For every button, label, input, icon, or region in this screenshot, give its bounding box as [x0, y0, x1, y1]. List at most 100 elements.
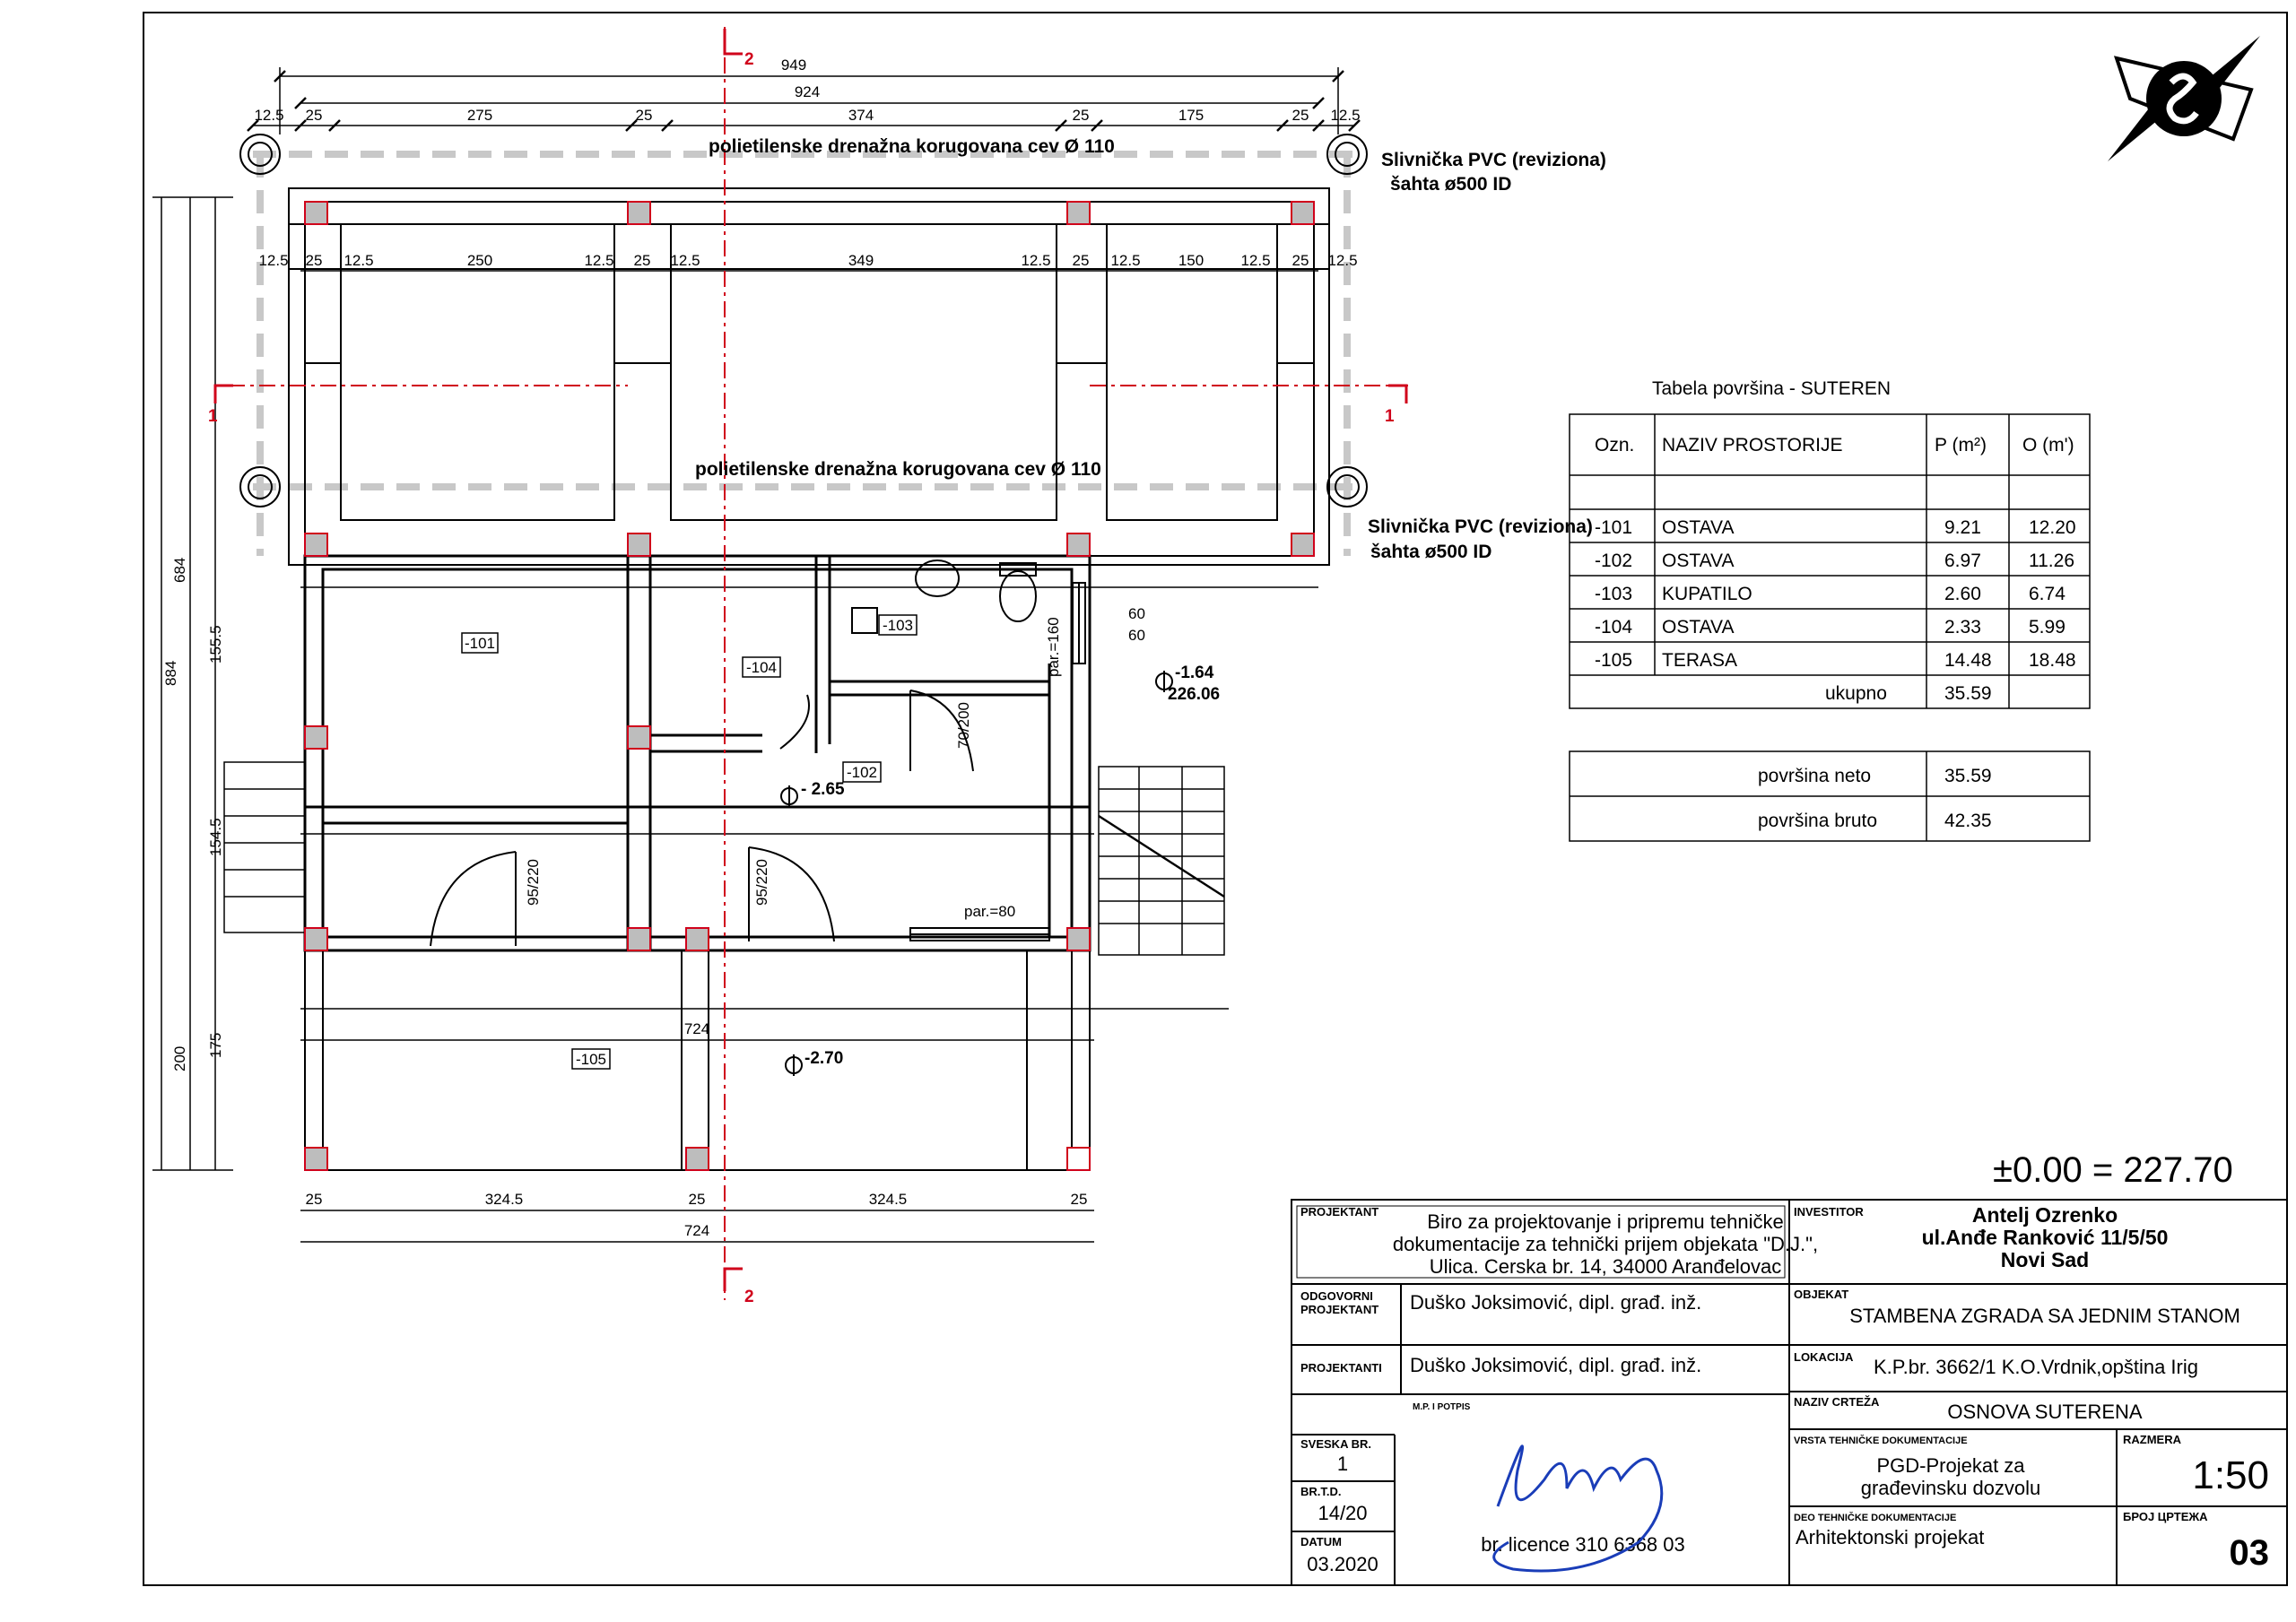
elevation-a: -1.64 — [1175, 664, 1214, 682]
sheet-border — [143, 12, 2288, 1586]
dim-left-154: 154.5 — [207, 818, 224, 856]
dim-inner-1: 25 — [306, 252, 323, 269]
dim-inner-8: 12.5 — [1021, 252, 1050, 269]
dim-inner-5: 25 — [634, 252, 651, 269]
table-header-ozn: Ozn. — [1595, 435, 1634, 455]
dim-top-1: 25 — [306, 107, 323, 124]
dim-inner-6: 12.5 — [670, 252, 700, 269]
table-cell: 14.48 — [1944, 650, 1992, 671]
dim-left-200: 200 — [171, 1046, 188, 1071]
title-block: PROJEKTANT Biro za projektovanje i pripr… — [1291, 1199, 2288, 1586]
sanitary-icon — [851, 559, 1037, 634]
dim-top-3: 25 — [636, 107, 653, 124]
tb-sveska-value: 1 — [1337, 1453, 1348, 1475]
dim-inner-12: 12.5 — [1240, 252, 1270, 269]
section-marker-icon — [213, 29, 1408, 1291]
section-1-left: 1 — [208, 407, 218, 426]
table-cell: KUPATILO — [1662, 584, 1752, 604]
table-cell: -105 — [1595, 650, 1632, 671]
tb-investitor-2: ul.Anđe Ranković 11/5/50 — [1922, 1226, 2169, 1249]
dim-bottom-1: 324.5 — [485, 1191, 524, 1208]
drain-label-top: polietilenske drenažna korugovana cev Ø … — [709, 136, 1115, 157]
table-cell: 2.60 — [1944, 584, 1981, 604]
dim-top-4: 374 — [848, 107, 874, 124]
dim-left-175: 175 — [207, 1033, 224, 1058]
signature-icon — [1492, 1444, 1664, 1573]
door-label-c: 70/200 — [955, 702, 972, 749]
dim-inner-4: 12.5 — [584, 252, 613, 269]
tb-projektant-1: Biro za projektovanje i pripremu tehničk… — [1427, 1210, 1783, 1233]
tb-lokacija-label: LOKACIJA — [1794, 1350, 1854, 1364]
tb-lokacija-value: K.P.br. 3662/1 K.O.Vrdnik,opština Irig — [1874, 1356, 2198, 1378]
table-cell: OSTAVA — [1662, 617, 1735, 638]
tb-vrsta-1: PGD-Projekat za — [1876, 1454, 2025, 1477]
table-cell: 9.21 — [1944, 517, 1981, 538]
elevation-b: - 2.65 — [801, 780, 845, 799]
dim-top-0: 12.5 — [254, 107, 283, 124]
section-2-bottom: 2 — [744, 1288, 754, 1306]
room-tag-102: -102 — [842, 761, 882, 783]
elevation-c: -2.70 — [804, 1049, 843, 1068]
par-label-b: par.=80 — [964, 903, 1015, 920]
room-tag-103: -103 — [878, 614, 918, 636]
tb-naziv-label: NAZIV CRTEŽA — [1794, 1395, 1880, 1409]
window-label-b: 60 — [1128, 627, 1145, 644]
dim-mid-total: 724 — [684, 1020, 709, 1037]
compass-logo-icon — [2108, 36, 2260, 161]
par-label-a: par.=160 — [1045, 617, 1062, 677]
table-cell: -104 — [1595, 617, 1632, 638]
table-header-naziv: NAZIV PROSTORIJE — [1662, 435, 1842, 455]
table-cell: TERASA — [1662, 650, 1737, 671]
table-cell: 12.20 — [2029, 517, 2076, 538]
dim-left-684: 684 — [171, 558, 188, 583]
dim-top-6: 175 — [1178, 107, 1204, 124]
dim-949: 949 — [781, 56, 806, 74]
window-label-a: 60 — [1128, 605, 1145, 622]
tb-projektant-2: dokumentacije za tehnički prijem objekat… — [1393, 1233, 1818, 1255]
bruto-label: površina bruto — [1758, 811, 1877, 831]
room-tag-101: -101 — [461, 632, 499, 654]
door-label-b: 95/220 — [753, 859, 770, 906]
dim-left-155: 155.5 — [207, 625, 224, 664]
door-icon — [430, 690, 974, 947]
tb-brtd-label: BR.T.D. — [1300, 1485, 1342, 1498]
table-cell: 11.26 — [2029, 551, 2074, 571]
table-cell: 6.74 — [2029, 584, 2066, 604]
tb-broj-label: БРОЈ ЦРТЕЖА — [2123, 1510, 2208, 1523]
table-header-o: O (m') — [2022, 435, 2074, 455]
tb-naziv-value: OSNOVA SUTERENA — [1947, 1401, 2143, 1423]
tb-odgovorni-label-2: PROJEKTANT — [1300, 1303, 1378, 1316]
dim-top-2: 275 — [467, 107, 492, 124]
table-cell: 18.48 — [2029, 650, 2076, 671]
tb-deo-value: Arhitektonski projekat — [1796, 1526, 1984, 1548]
dim-inner-10: 12.5 — [1110, 252, 1140, 269]
table-header-p: P (m²) — [1935, 435, 1987, 455]
svg-text:-104: -104 — [746, 659, 777, 676]
tb-deo-label: DEO TEHNIČKE DOKUMENTACIJE — [1794, 1512, 1956, 1523]
dim-bottom-3: 324.5 — [869, 1191, 908, 1208]
tb-vrsta-label: VRSTA TEHNIČKE DOKUMENTACIJE — [1794, 1435, 1968, 1446]
bruto-value: 42.35 — [1944, 811, 1992, 831]
table-cell: 2.33 — [1944, 617, 1981, 638]
drain-label-mid: polietilenske drenažna korugovana cev Ø … — [695, 459, 1101, 480]
shaft-label-top-2: šahta ø500 ID — [1390, 174, 1511, 195]
tb-odgovorni-value: Duško Joksimović, dipl. građ. inž. — [1410, 1291, 1701, 1314]
dim-top-5: 25 — [1073, 107, 1090, 124]
tb-razmera-label: RAZMERA — [2123, 1433, 2182, 1446]
dim-inner-14: 12.5 — [1327, 252, 1357, 269]
door-label-a: 95/220 — [525, 859, 542, 906]
dim-inner-11: 150 — [1178, 252, 1204, 269]
tb-projektant-label: PROJEKTANT — [1300, 1205, 1378, 1219]
table-cell: 6.97 — [1944, 551, 1981, 571]
section-2-top: 2 — [744, 50, 754, 69]
dim-bottom-0: 25 — [306, 1191, 323, 1208]
tb-brtd-value: 14/20 — [1318, 1502, 1367, 1524]
table-total-label: ukupno — [1825, 683, 1887, 704]
tb-broj-value: 03 — [2230, 1533, 2270, 1573]
elevation-a2: 226.06 — [1168, 685, 1220, 704]
svg-text:-105: -105 — [576, 1051, 606, 1068]
dim-924: 924 — [795, 83, 820, 100]
tb-projektanti-value: Duško Joksimović, dipl. građ. inž. — [1410, 1354, 1701, 1376]
svg-text:-102: -102 — [847, 764, 877, 781]
tb-investitor-label: INVESTITOR — [1794, 1205, 1864, 1219]
